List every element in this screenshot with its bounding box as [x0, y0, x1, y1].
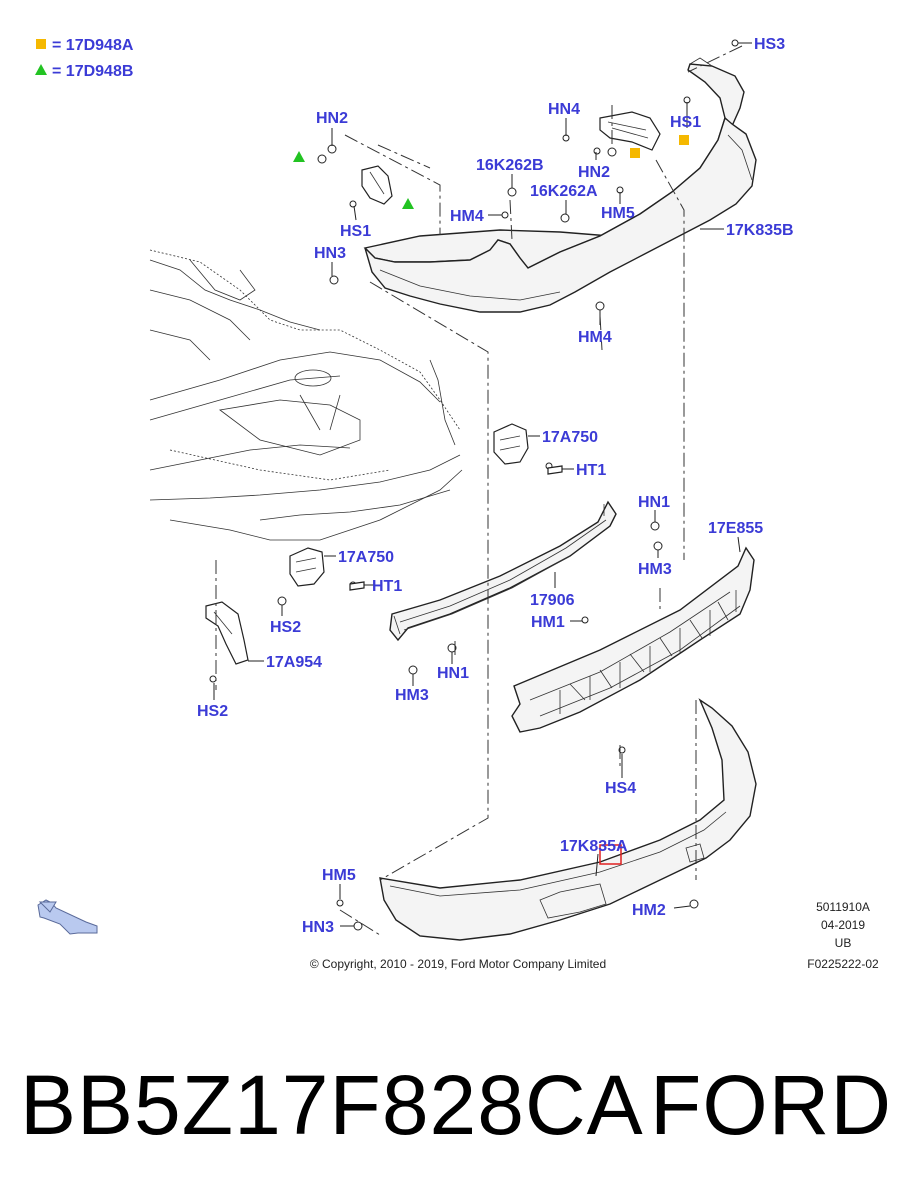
callout-hn3-bottom: HN3: [302, 919, 334, 936]
callout-hm4-left: HM4: [450, 208, 484, 225]
callout-17a954: 17A954: [266, 654, 322, 671]
callout-hn1-bottom: HN1: [437, 665, 469, 682]
highlight-box: [599, 844, 622, 865]
callout-hn3-top: HN3: [314, 245, 346, 262]
callout-hm2: HM2: [632, 902, 666, 919]
callout-hn2-mid: HN2: [578, 164, 610, 181]
callout-hn2-top: HN2: [316, 110, 348, 127]
region-code: UB: [835, 936, 852, 950]
legend: = 17D948A = 17D948B: [35, 37, 134, 80]
callout-hm5-top: HM5: [601, 205, 635, 222]
legend-triangle-text: = 17D948B: [52, 63, 133, 80]
callout-16k262b: 16K262B: [476, 157, 544, 174]
callout-17a750-right: 17A750: [542, 429, 598, 446]
parts-diagram: = 17D948A = 17D948B: [35, 36, 879, 971]
callout-hn4: HN4: [548, 101, 580, 118]
ref-code: 5011910A: [816, 900, 870, 914]
legend-triangle-icon: [35, 64, 47, 75]
leader-lines: [213, 42, 752, 927]
callout-hs1-top: HS1: [670, 114, 701, 131]
caption: BB5Z17F828CA FORD: [0, 1050, 912, 1170]
energy-absorber: [511, 546, 755, 733]
callout-labels: HS3 HN4 HS1 HN2 HN2 16K262B 16K262A HM5 …: [197, 36, 794, 936]
bracket-upper-left: [293, 151, 414, 209]
callout-17e855: 17E855: [708, 520, 763, 537]
clip-marker-square-icon: [630, 148, 640, 158]
clip-marker-triangle-icon: [402, 198, 414, 209]
legend-square-icon: [36, 39, 46, 49]
bracket-17a954: [205, 601, 249, 665]
callout-hm3-bottom: HM3: [395, 687, 429, 704]
legend-square-text: = 17D948A: [52, 37, 134, 54]
alignment-lines: [215, 45, 743, 936]
callout-hs4: HS4: [605, 780, 636, 797]
stud-ht1-right: [547, 465, 563, 475]
callout-hm5-bottom: HM5: [322, 867, 356, 884]
part-number: BB5Z17F828CA: [20, 1058, 644, 1152]
figure-id: F0225222-02: [807, 957, 879, 971]
callout-17k835b: 17K835B: [726, 222, 794, 239]
bracket-upper-right: [599, 111, 689, 158]
clip-marker-triangle-icon: [293, 151, 305, 162]
body-floor-structure: [149, 249, 463, 541]
callout-hn1-right: HN1: [638, 494, 670, 511]
stud-ht1-left: [349, 581, 365, 591]
callout-hm1: HM1: [531, 614, 565, 631]
callout-hm4-bottom: HM4: [578, 329, 612, 346]
brand-name: FORD: [650, 1058, 892, 1152]
callout-16k262a: 16K262A: [530, 183, 598, 200]
callout-hs2-bottom: HS2: [197, 703, 228, 720]
callout-17a750-left: 17A750: [338, 549, 394, 566]
lower-bumper-cover: [379, 698, 757, 941]
reinforcement-beam: [389, 500, 617, 642]
bracket-17a750-right: [493, 423, 529, 465]
fasteners: [209, 39, 739, 931]
callout-ht1-right: HT1: [576, 462, 606, 479]
callout-17906: 17906: [530, 592, 575, 609]
callout-hs1-left: HS1: [340, 223, 371, 240]
date-code: 04-2019: [821, 918, 865, 932]
callout-hm3-right: HM3: [638, 561, 672, 578]
upper-bumper-cover: [363, 57, 757, 313]
callout-hs3: HS3: [754, 36, 785, 53]
direction-arrow-icon: [37, 899, 98, 935]
callout-17k835a: 17K835A: [560, 838, 628, 855]
clip-marker-square-icon: [679, 135, 689, 145]
copyright: © Copyright, 2010 - 2019, Ford Motor Com…: [310, 957, 606, 971]
bracket-17a750-left: [289, 547, 325, 587]
callout-hs2-mid: HS2: [270, 619, 301, 636]
callout-ht1-left: HT1: [372, 578, 402, 595]
